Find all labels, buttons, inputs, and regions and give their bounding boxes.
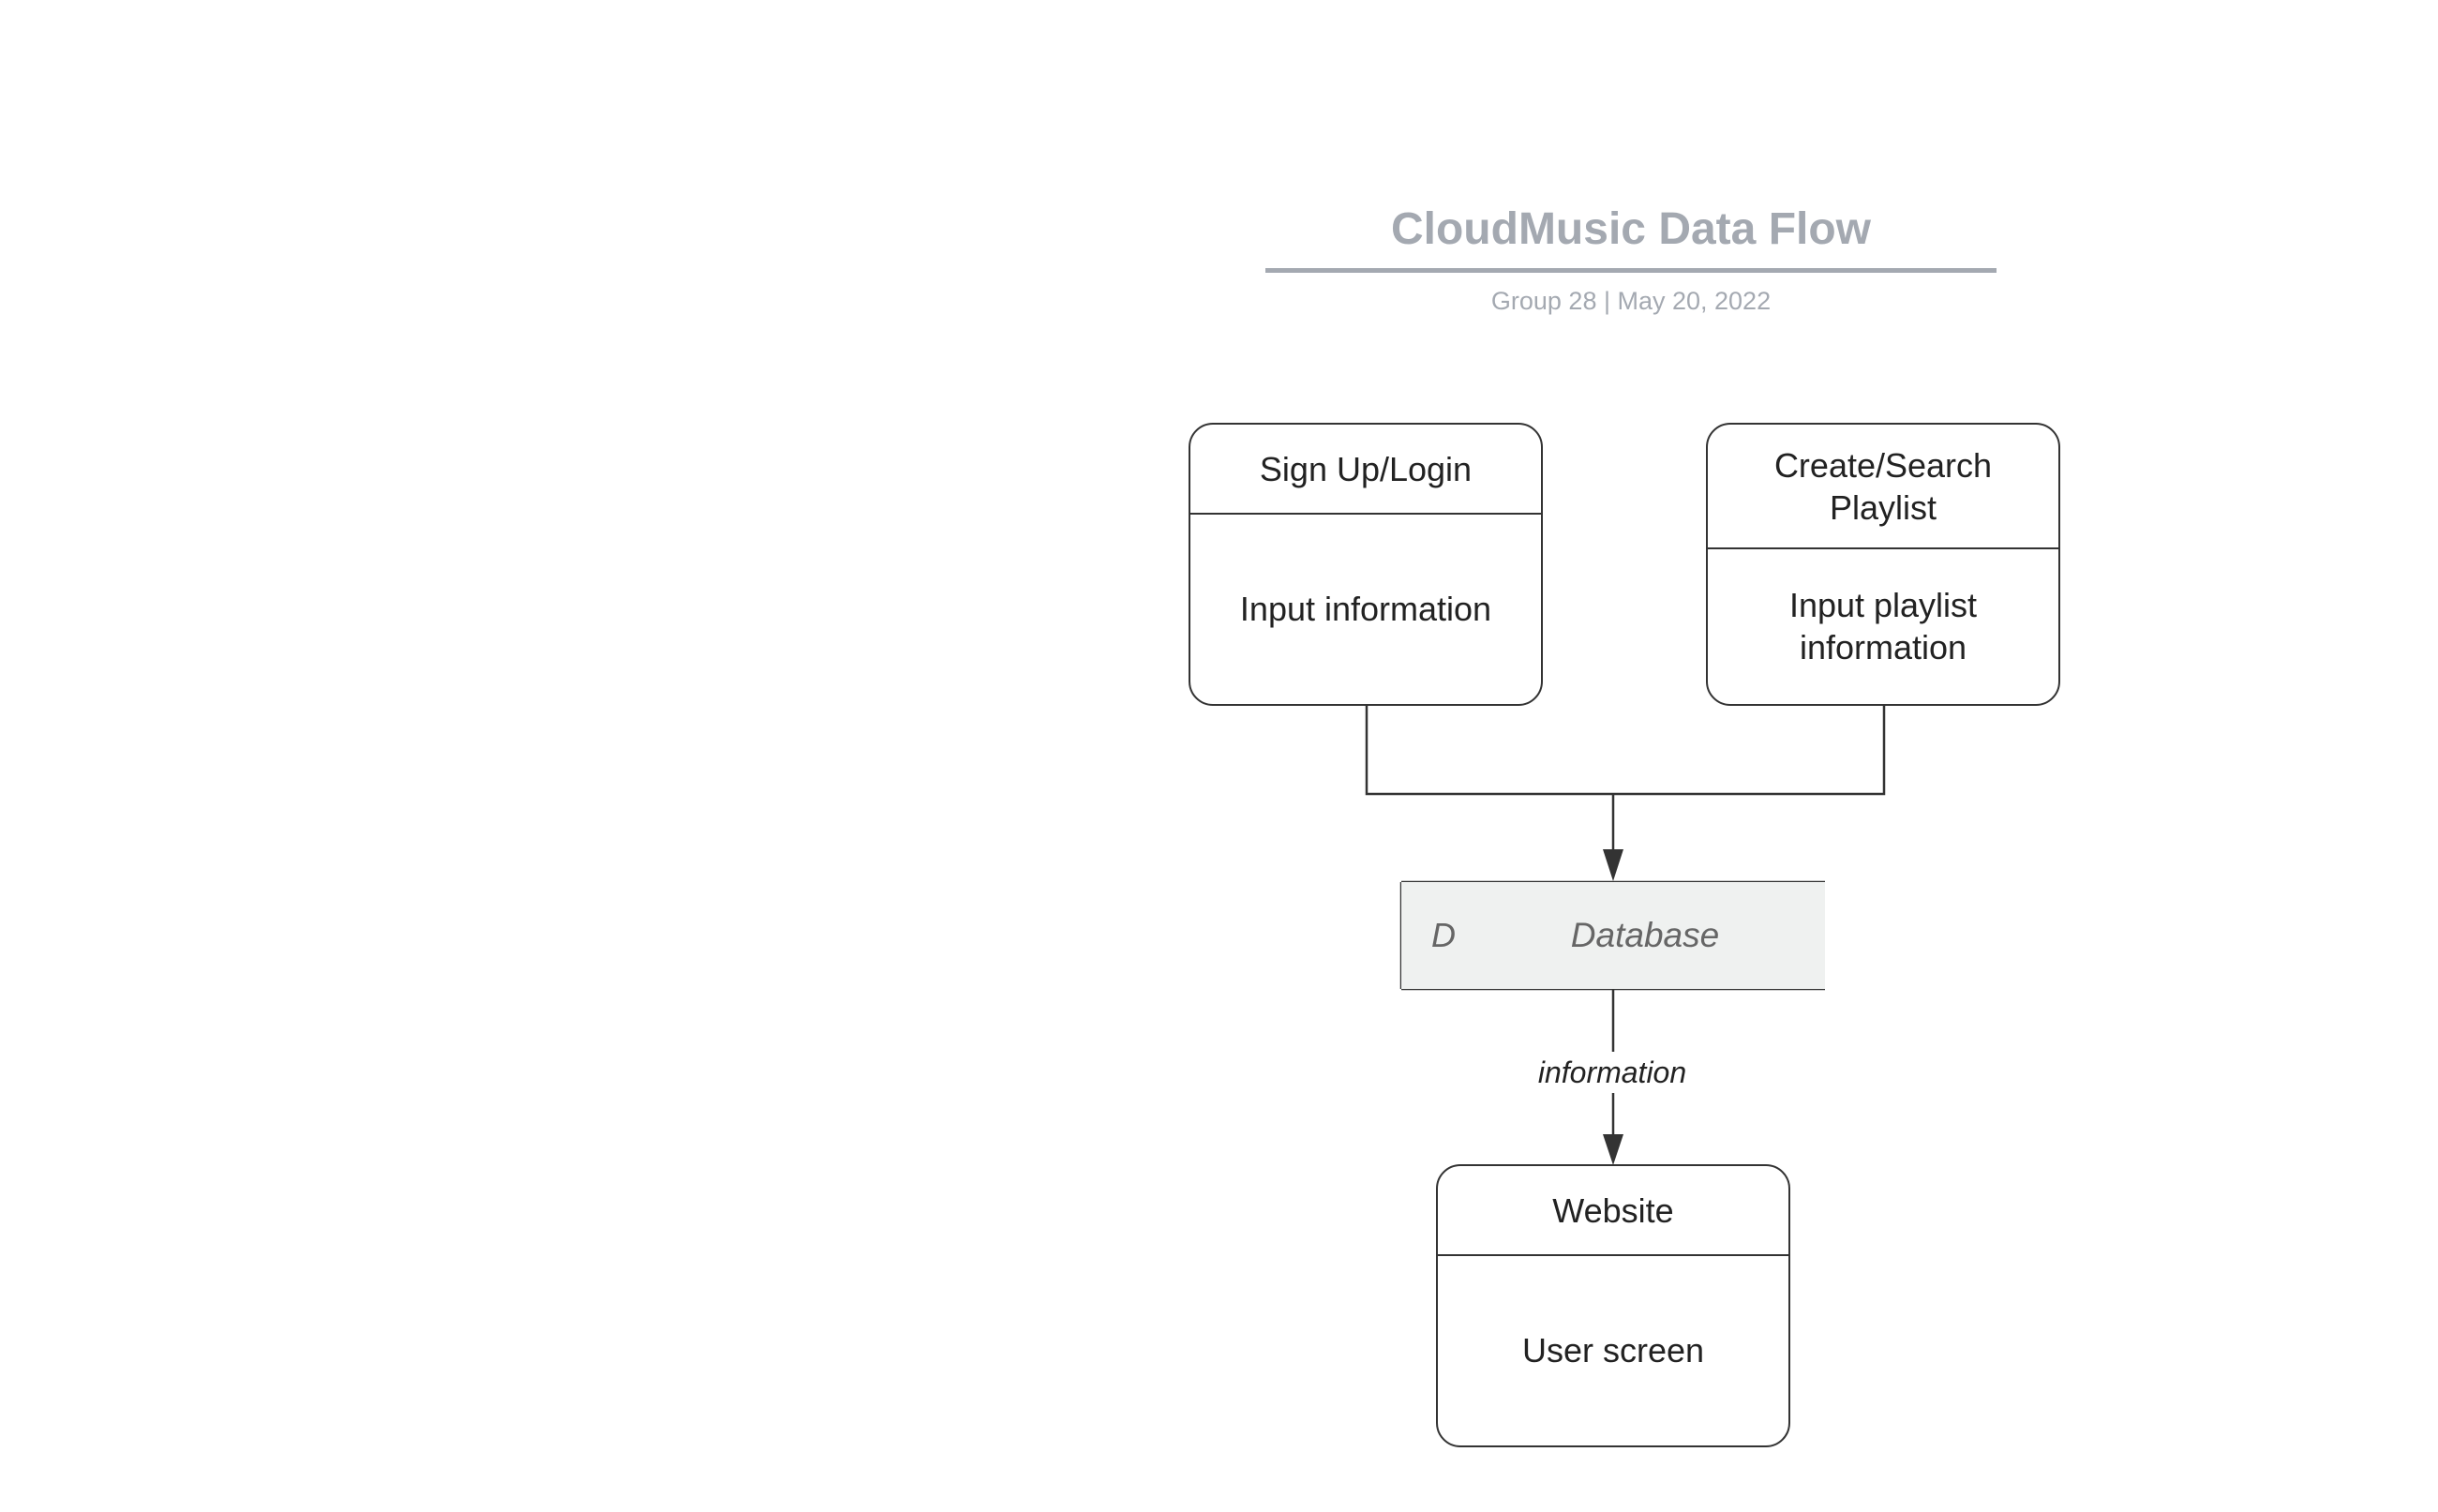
process-description: Input information — [1239, 590, 1492, 628]
process-description: User screen — [1521, 1331, 1705, 1370]
data-store-database: D Database — [1401, 882, 1825, 989]
connector-signup-to-junction — [1365, 705, 1613, 796]
arrowhead-database — [1603, 849, 1623, 881]
page-subtitle: Group 28 | May 20, 2022 — [1490, 287, 1772, 315]
process-title: Sign Up/Login — [1190, 425, 1541, 515]
diagram-header: CloudMusic Data Flow Group 28 | May 20, … — [1265, 197, 1997, 320]
arrowhead-website — [1603, 1134, 1623, 1165]
process-title: Website — [1438, 1166, 1788, 1256]
process-title: Create/Search Playlist — [1708, 425, 2058, 549]
flow-label-information: information — [1518, 1052, 1706, 1093]
process-description: Input playlist information — [1788, 586, 1978, 666]
connector-playlist-to-junction — [1613, 705, 1886, 796]
page-title: CloudMusic Data Flow — [1265, 197, 1997, 273]
data-store-id: D — [1431, 916, 1456, 954]
process-website: Website User screen — [1436, 1164, 1790, 1447]
process-create-search-playlist: Create/Search Playlist Input playlist in… — [1706, 423, 2060, 706]
process-signup-login: Sign Up/Login Input information — [1189, 423, 1543, 706]
data-store-label: Database — [1570, 916, 1720, 954]
